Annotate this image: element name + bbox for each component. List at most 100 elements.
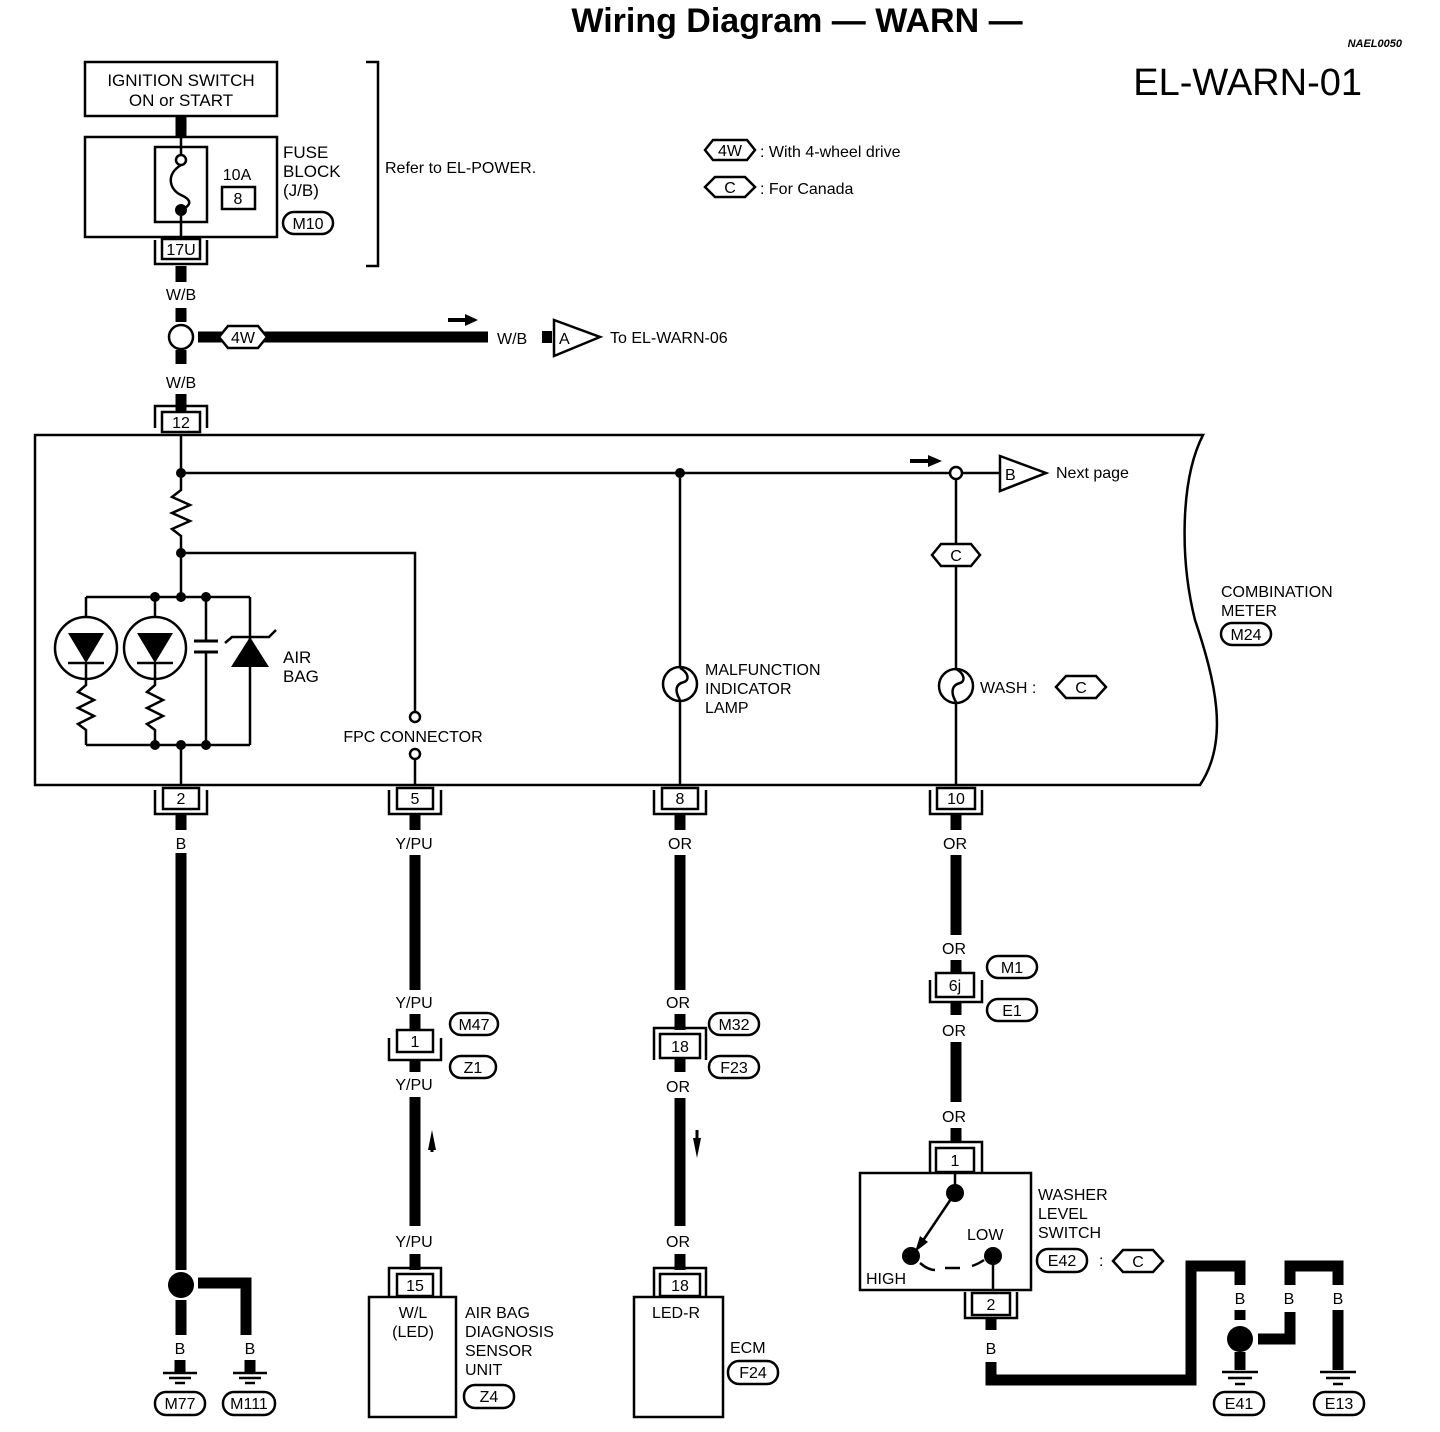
zener-diode-icon: [231, 637, 269, 667]
svg-text:BAG: BAG: [283, 667, 319, 686]
svg-text:4W: 4W: [231, 330, 256, 347]
svg-text:INDICATOR: INDICATOR: [705, 681, 792, 698]
wire-color: B: [986, 1341, 997, 1358]
svg-text:2: 2: [177, 791, 186, 808]
resistor-icon: [144, 663, 166, 745]
wire-color: Y/PU: [395, 836, 432, 853]
svg-text:B: B: [1005, 467, 1016, 484]
svg-text:Z1: Z1: [464, 1060, 483, 1077]
svg-text:FUSE: FUSE: [283, 143, 328, 162]
svg-text:METER: METER: [1221, 603, 1277, 620]
ecm-unit: 18 LED-R ECM F24: [632, 1266, 780, 1419]
fuse-amperage: 10A: [223, 167, 252, 184]
terminal-10: 10: [928, 786, 984, 816]
fpc-connector-label: FPC CONNECTOR: [343, 729, 482, 746]
svg-text:M111: M111: [230, 1396, 268, 1413]
svg-text:AIR BAG: AIR BAG: [465, 1305, 530, 1322]
legend-text: : With 4-wheel drive: [760, 144, 901, 161]
svg-text:LEVEL: LEVEL: [1038, 1206, 1088, 1223]
svg-text:ON or START: ON or START: [129, 91, 233, 110]
wire-color: B: [1235, 1291, 1246, 1308]
connector-badge: [985, 997, 1039, 1023]
option-hexagon-icon: [1111, 1248, 1165, 1274]
wire-color: OR: [942, 1023, 966, 1040]
svg-text:SENSOR: SENSOR: [465, 1343, 533, 1360]
fpc-pin-icon: [408, 710, 422, 724]
svg-text:E13: E13: [1325, 1396, 1354, 1413]
svg-text:15: 15: [406, 1278, 424, 1295]
connector-badge: [462, 1383, 516, 1410]
legend-text: : For Canada: [760, 181, 853, 198]
arrow-down-icon: [693, 1138, 701, 1158]
connector-arrow-A-icon: [552, 318, 604, 358]
connector-badge: [281, 210, 335, 236]
refer-note: Refer to EL-POWER.: [385, 160, 536, 177]
airbag-sensor-unit: 15 W/L (LED) AIR BAG DIAGNOSIS SENSOR UN…: [367, 1266, 554, 1419]
connector-badge: [707, 1054, 761, 1080]
svg-text::: :: [1099, 1253, 1103, 1270]
connector-badge: [448, 1054, 498, 1080]
svg-text:18: 18: [671, 1278, 689, 1295]
svg-text:Z4: Z4: [480, 1389, 499, 1406]
svg-text:8: 8: [676, 791, 685, 808]
splice-icon: [1227, 1326, 1253, 1352]
wire-color: Y/PU: [395, 995, 432, 1012]
svg-text:1: 1: [951, 1153, 960, 1170]
svg-text:IGNITION SWITCH: IGNITION SWITCH: [107, 71, 254, 90]
wire-color: W/B: [166, 287, 196, 304]
diagram-title: Wiring Diagram — WARN —: [571, 2, 1022, 40]
svg-text:10: 10: [947, 791, 965, 808]
doc-code: NAEL0050: [1348, 38, 1403, 50]
page-id: EL-WARN-01: [1133, 62, 1362, 104]
svg-text:C: C: [724, 180, 736, 197]
joint-connector-6j: 6j: [928, 971, 984, 1004]
wire-color: B: [176, 836, 187, 853]
svg-text:M1: M1: [1001, 960, 1023, 977]
arrow-up-icon: [428, 1130, 436, 1150]
connector-badge: [1212, 1390, 1266, 1417]
svg-text:UNIT: UNIT: [465, 1362, 503, 1379]
svg-text:M47: M47: [458, 1017, 489, 1034]
mil-label: MALFUNCTION: [705, 662, 821, 679]
svg-text:W/L: W/L: [399, 1305, 428, 1322]
wire-color: OR: [666, 995, 690, 1012]
ground-icon: [1222, 1352, 1258, 1386]
bracket: [366, 60, 380, 268]
wire-color: B: [1284, 1291, 1295, 1308]
wire-color: W/B: [166, 375, 196, 392]
option-hexagon-icon: [1054, 674, 1108, 700]
wire-color: B: [1333, 1291, 1344, 1308]
resistor-icon: [168, 473, 194, 553]
fuse-icon: [169, 163, 191, 212]
svg-text:5: 5: [411, 791, 420, 808]
wire-color: W/B: [497, 331, 527, 348]
combination-meter-outline: [33, 433, 1219, 787]
splice-icon: [168, 1272, 194, 1298]
ignition-switch: IGNITION SWITCH ON or START: [83, 60, 279, 118]
legend-4w: 4W : With 4-wheel drive: [703, 138, 901, 162]
wash-label: WASH :: [980, 680, 1036, 697]
svg-text:M10: M10: [292, 216, 323, 233]
svg-text:DIAGNOSIS: DIAGNOSIS: [465, 1324, 554, 1341]
svg-text:1: 1: [411, 1034, 420, 1051]
wire-color: OR: [942, 941, 966, 958]
connector-badge: [985, 954, 1039, 980]
svg-text:F24: F24: [739, 1365, 767, 1382]
arrow-right-icon: [910, 455, 942, 467]
svg-text:LAMP: LAMP: [705, 700, 749, 717]
switch-low-label: LOW: [967, 1227, 1004, 1244]
washer-level-switch: 1 HIGH LOW WASHER LEVEL SWITCH E42 : C 2: [858, 1140, 1165, 1320]
switch-arm-icon: [918, 1192, 957, 1246]
fuse-number: 8: [234, 191, 243, 208]
svg-text:ECM: ECM: [730, 1340, 766, 1357]
svg-text:M24: M24: [1230, 627, 1261, 644]
svg-text:F23: F23: [720, 1060, 748, 1077]
svg-text:E41: E41: [1225, 1396, 1254, 1413]
svg-text:SWITCH: SWITCH: [1038, 1225, 1101, 1242]
svg-text:4W: 4W: [718, 143, 743, 160]
wire-color: Y/PU: [395, 1234, 432, 1251]
svg-text:M77: M77: [164, 1396, 195, 1413]
resistor-icon: [75, 663, 97, 745]
svg-text:17U: 17U: [166, 242, 195, 259]
joint-connector-1: 1: [387, 1028, 443, 1062]
